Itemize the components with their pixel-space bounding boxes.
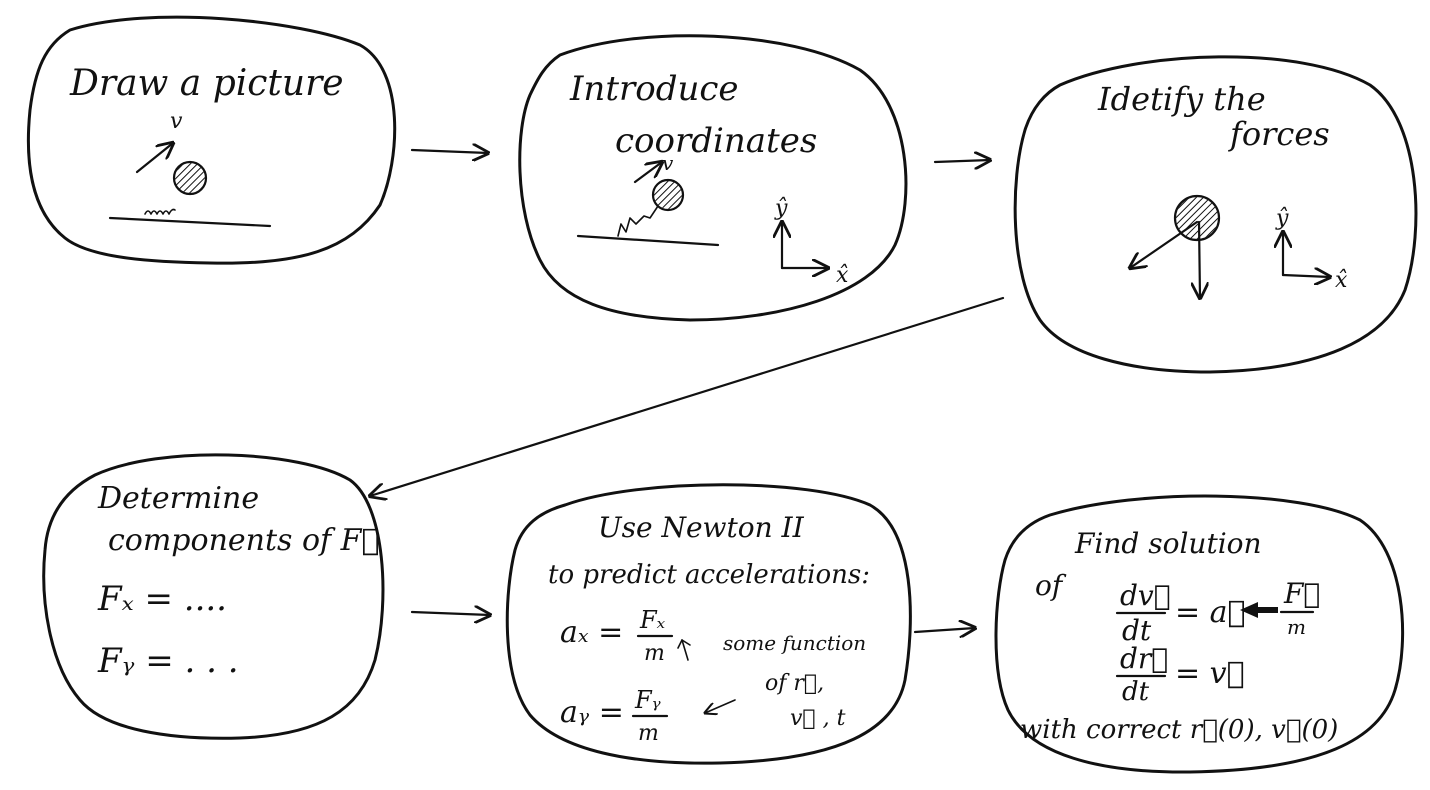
y-axis-label: ŷ xyxy=(1275,206,1289,231)
step-5-newton-ii: Use Newton II to predict accelerations: … xyxy=(505,483,912,765)
x-axis-label: x̂ xyxy=(1335,268,1348,293)
eq1-rhs: = a⃗ xyxy=(1175,595,1246,630)
squiggle-trail xyxy=(144,208,176,215)
step-1-title: Draw a picture xyxy=(69,63,344,104)
step-5-bubble xyxy=(505,483,912,765)
ball-hatch xyxy=(654,181,682,209)
force-arrow-down xyxy=(1199,220,1200,298)
note-line1: some function xyxy=(723,631,866,655)
velocity-arrow xyxy=(633,162,662,184)
step-1-draw-picture: Draw a picture v xyxy=(26,15,397,265)
dr-numerator: dr⃗ xyxy=(1120,642,1168,675)
step-6-bubble xyxy=(994,494,1405,774)
ay-numerator: Fᵧ xyxy=(634,686,661,714)
step-2-bubble xyxy=(518,34,908,322)
fy-equation: Fᵧ = . . . xyxy=(97,641,239,681)
ground-line xyxy=(576,234,720,247)
step-5-title-line2: to predict accelerations: xyxy=(548,560,870,590)
step-3-bubble xyxy=(1013,55,1418,374)
step-3-title-line2: forces xyxy=(1228,115,1330,153)
step-3-identify-forces: Idetify the forces ŷ x̂ xyxy=(1013,55,1418,374)
step-6-title-line1: Find solution xyxy=(1074,527,1262,560)
force-denominator: m xyxy=(1287,615,1306,639)
ax-numerator: Fₓ xyxy=(639,606,666,634)
note-pointer-up-head xyxy=(677,639,691,649)
step-4-bubble xyxy=(42,453,385,740)
flow-arrow-5-6 xyxy=(913,628,975,632)
fx-equation: Fₓ = .... xyxy=(97,579,227,619)
eq2-rhs: = v⃗ xyxy=(1175,656,1245,691)
step-4-title-line2: components of F⃗ xyxy=(108,523,379,558)
step-4-determine-components: Determine components of F⃗ Fₓ = .... Fᵧ … xyxy=(42,453,385,740)
note-pointer-up xyxy=(681,639,689,661)
force-arrow-diagonal xyxy=(1130,220,1199,268)
flow-arrow-1-2 xyxy=(410,150,488,153)
ax-lhs: aₓ = xyxy=(560,615,623,650)
step-1-bubble xyxy=(26,15,397,265)
squiggle-trail xyxy=(617,205,659,237)
y-axis-label: ŷ xyxy=(774,196,788,221)
initial-conditions: with correct r⃗(0), v⃗(0) xyxy=(1020,715,1338,745)
note-line3: v⃗ , t xyxy=(790,706,846,731)
step-2-title-line2: coordinates xyxy=(615,121,817,161)
step-3-title-line1: Idetify the xyxy=(1097,80,1266,118)
step-6-find-solution: Find solution of dv⃗ dt = a⃗ F⃗ m dr⃗ dt… xyxy=(994,494,1405,774)
ground-line xyxy=(108,216,272,228)
dt-denominator-2: dt xyxy=(1122,677,1150,707)
velocity-arrow xyxy=(135,143,173,174)
step-2-title-line1: Introduce xyxy=(569,69,739,109)
step-4-title-line1: Determine xyxy=(97,481,259,516)
of-label: of xyxy=(1035,569,1067,602)
step-5-title-line1: Use Newton II xyxy=(598,511,805,544)
arrow-left-icon xyxy=(1240,602,1278,618)
velocity-label: v xyxy=(662,151,674,175)
ay-denominator: m xyxy=(638,721,659,746)
velocity-label: v xyxy=(170,109,183,134)
note-pointer-left xyxy=(705,699,736,713)
force-numerator: F⃗ xyxy=(1283,577,1320,610)
x-axis-arrow xyxy=(1281,275,1330,277)
step-2-introduce-coordinates: Introduce coordinates v ŷ x̂ xyxy=(518,34,908,322)
ax-denominator: m xyxy=(644,641,665,666)
flow-arrow-3-4 xyxy=(370,296,1005,496)
note-line2: of r⃗, xyxy=(765,671,824,696)
ball-hatch xyxy=(175,163,205,193)
dv-numerator: dv⃗ xyxy=(1120,579,1171,612)
flow-arrow-2-3 xyxy=(933,160,990,162)
flow-arrow-4-5 xyxy=(410,612,490,615)
dt-denominator: dt xyxy=(1122,614,1152,647)
x-axis-label: x̂ xyxy=(836,263,849,288)
ay-lhs: aᵧ = xyxy=(560,695,624,730)
